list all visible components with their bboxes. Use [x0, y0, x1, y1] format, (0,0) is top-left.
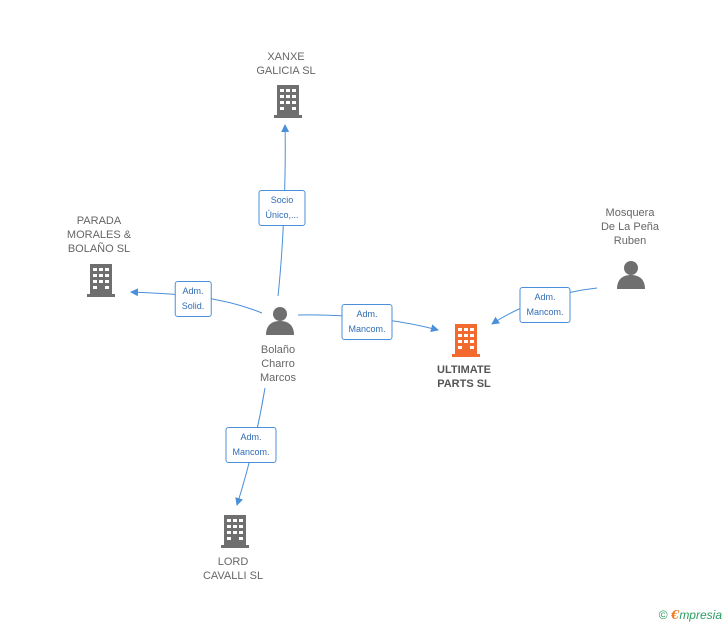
label-line: Bolaño [260, 344, 296, 356]
node-label-ultimate[interactable]: ULTIMATE PARTS SL [437, 363, 491, 391]
edge-label-line: Mancom. [526, 307, 564, 317]
label-line: XANXE [267, 51, 305, 63]
label-line: PARADA [76, 215, 122, 227]
edge-label-line: Solid. [181, 301, 205, 311]
brand-e-icon: € [670, 608, 680, 622]
label-line: LORD [217, 556, 249, 568]
edge-label-line: Adm. [356, 309, 378, 319]
edge-label-adm-solid[interactable]: Adm. Solid. [174, 281, 212, 317]
edge-label-line: Adm. [240, 432, 262, 442]
label-line: Mosquera [605, 207, 655, 219]
label-line: De La Peña [600, 221, 660, 233]
edge-label-line: Socio [270, 195, 294, 205]
label-line: GALICIA SL [256, 65, 316, 77]
edge-label-line: Mancom. [232, 447, 270, 457]
label-line: MORALES & [66, 229, 132, 241]
label-line: ULTIMATE [437, 364, 491, 376]
node-label-parada[interactable]: PARADA MORALES & BOLAÑO SL [67, 214, 131, 256]
empresia-logo[interactable]: © €mpresia [659, 608, 722, 622]
edge-label-line: Mancom. [348, 324, 386, 334]
label-line: Marcos [259, 372, 297, 384]
brand-name: mpresia [679, 608, 722, 622]
building-icon[interactable] [274, 85, 302, 118]
label-line: Charro [261, 358, 295, 370]
copyright-icon: © [658, 608, 668, 622]
node-label-bolano[interactable]: Bolaño Charro Marcos [260, 343, 296, 385]
building-icon[interactable] [87, 264, 115, 297]
edge-label-adm-mancom-mosquera[interactable]: Adm. Mancom. [519, 287, 571, 323]
person-icon[interactable] [617, 261, 645, 289]
node-label-lord[interactable]: LORD CAVALLI SL [203, 555, 263, 583]
edge-label-line: Adm. [182, 286, 204, 296]
node-label-xanxe[interactable]: XANXE GALICIA SL [256, 50, 315, 78]
label-line: Ruben [613, 235, 647, 247]
edge-label-socio-unico[interactable]: Socio Único,... [258, 190, 306, 226]
building-icon[interactable] [221, 515, 249, 548]
label-line: PARTS SL [437, 378, 491, 390]
edge-label-adm-mancom-ultimate[interactable]: Adm. Mancom. [341, 304, 393, 340]
node-label-mosquera[interactable]: Mosquera De La Peña Ruben [601, 206, 659, 248]
edge-label-adm-mancom-lord[interactable]: Adm. Mancom. [225, 427, 277, 463]
edge-label-line: Adm. [534, 292, 556, 302]
building-icon[interactable] [452, 324, 480, 357]
label-line: BOLAÑO SL [67, 243, 131, 255]
person-icon[interactable] [266, 307, 294, 335]
label-line: CAVALLI SL [202, 570, 264, 582]
edge-label-line: Único,... [265, 210, 299, 220]
